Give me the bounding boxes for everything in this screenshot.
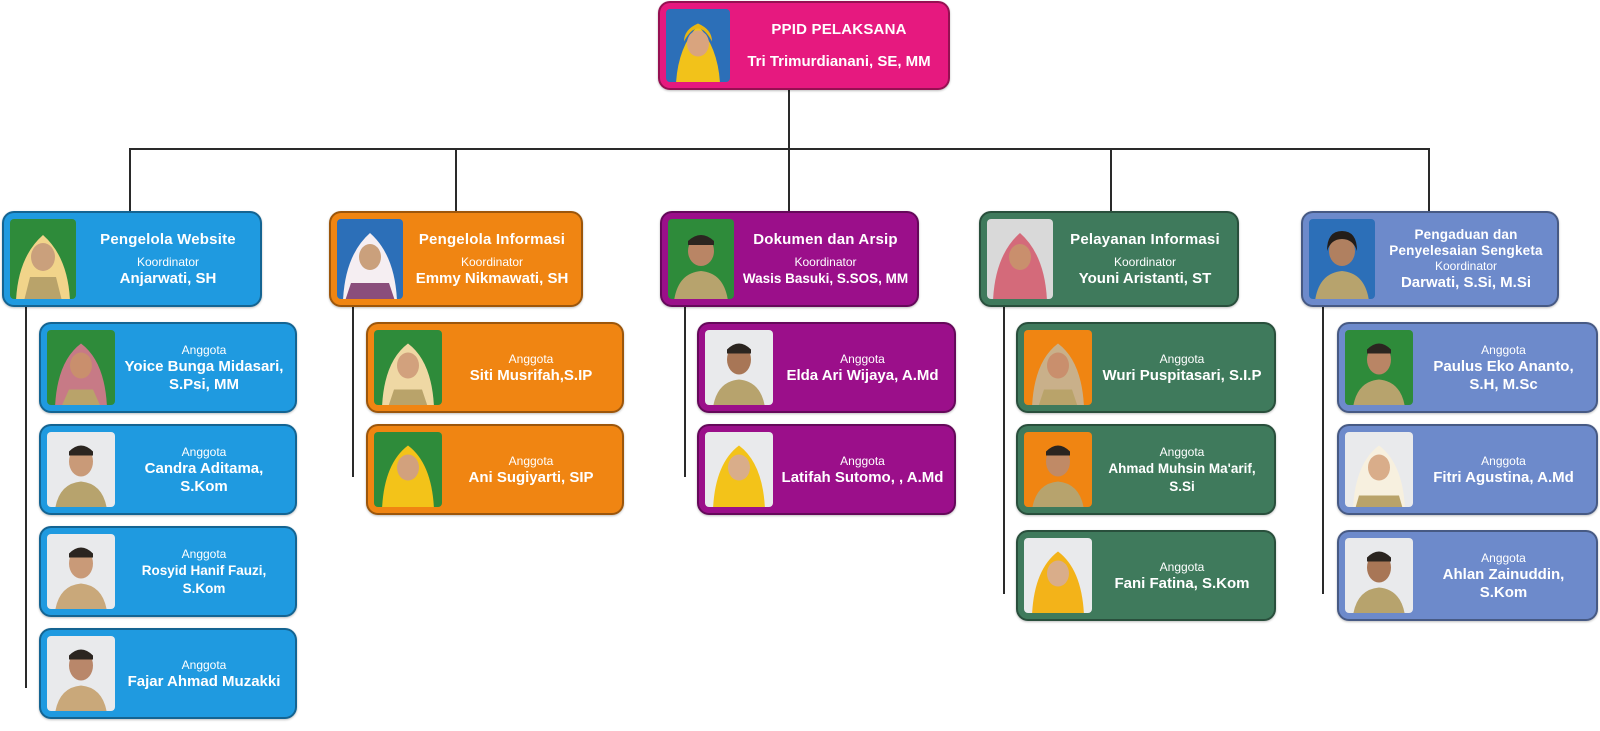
member-box-pengaduan-3: Anggota Ahlan Zainuddin, S.Kom [1337, 530, 1598, 621]
member-name: Fani Fatina, S.Kom [1114, 575, 1250, 592]
connector-drop-website [129, 148, 131, 212]
member-box-website-3: Anggota Rosyid Hanif Fauzi, S.Kom [39, 526, 297, 617]
member-name: Wuri Puspitasari, S.I.P [1102, 367, 1262, 384]
coordinator-name-website: Anjarwati, SH [119, 269, 217, 287]
connector-drop-pelayanan [1110, 148, 1112, 212]
member-role: Anggota [181, 658, 227, 672]
member-role: Anggota [840, 352, 885, 366]
member-box-arsip-1: Anggota Elda Ari Wijaya, A.Md [697, 322, 956, 413]
connector-drop-pengaduan [1428, 148, 1430, 212]
connector-horizontal-bar [129, 148, 1428, 150]
portrait-man-icon [47, 432, 115, 507]
coordinator-box-pelayanan: Pelayanan Informasi Koordinator Youni Ar… [979, 211, 1239, 307]
portrait-hijab-icon [337, 219, 403, 299]
connector-members-website [25, 307, 27, 688]
member-box-pelayanan-3: Anggota Fani Fatina, S.Kom [1016, 530, 1276, 621]
member-name: Rosyid Hanif Fauzi, S.Kom [141, 563, 267, 596]
member-box-website-2: Anggota Candra Aditama, S.Kom [39, 424, 297, 515]
member-role: Anggota [1159, 352, 1205, 366]
portrait-hijab-icon [10, 219, 76, 299]
member-name: Candra Aditama, S.Kom [144, 460, 264, 495]
member-role: Anggota [181, 343, 227, 357]
member-name: Siti Musrifah,S.IP [469, 367, 593, 384]
connector-drop-informasi [455, 148, 457, 212]
coordinator-role-pengaduan: Koordinator [1434, 258, 1498, 273]
head-box: PPID PELAKSANA Tri Trimurdianani, SE, MM [658, 1, 950, 90]
member-role: Anggota [1481, 343, 1526, 357]
member-box-pelayanan-1: Anggota Wuri Puspitasari, S.I.P [1016, 322, 1276, 413]
member-box-pengaduan-2: Anggota Fitri Agustina, A.Md [1337, 424, 1598, 515]
connector-head-trunk [788, 89, 790, 149]
member-box-pengaduan-1: Anggota Paulus Eko Ananto, S.H, M.Sc [1337, 322, 1598, 413]
member-box-website-4: Anggota Fajar Ahmad Muzakki [39, 628, 297, 719]
portrait-hijab-icon [374, 432, 442, 507]
connector-members-pengaduan [1322, 307, 1324, 594]
portrait-hijab-icon [1345, 432, 1413, 507]
member-name: Latifah Sutomo, , A.Md [781, 469, 944, 486]
member-role: Anggota [1481, 454, 1526, 468]
portrait-hijab-icon [1024, 330, 1092, 405]
portrait-man-icon [705, 330, 773, 405]
coordinator-role-pelayanan: Koordinator [1113, 254, 1177, 269]
connector-members-informasi [352, 307, 354, 477]
member-name: Paulus Eko Ananto, S.H, M.Sc [1433, 358, 1574, 393]
coordinator-title-arsip: Dokumen dan Arsip [753, 230, 898, 248]
connector-members-arsip [684, 307, 686, 477]
connector-drop-arsip [788, 148, 790, 212]
member-name: Fitri Agustina, A.Md [1433, 469, 1574, 486]
member-role: Anggota [181, 547, 227, 561]
coordinator-title-informasi: Pengelola Informasi [418, 230, 566, 248]
coordinator-box-informasi: Pengelola Informasi Koordinator Emmy Nik… [329, 211, 583, 307]
portrait-hijab-icon [47, 330, 115, 405]
portrait-hijab-icon [987, 219, 1053, 299]
member-name: Fajar Ahmad Muzakki [127, 673, 281, 690]
member-role: Anggota [508, 352, 554, 366]
head-title: PPID PELAKSANA [771, 20, 907, 38]
coordinator-title-pelayanan: Pelayanan Informasi [1070, 230, 1220, 248]
coordinator-role-arsip: Koordinator [794, 254, 857, 269]
coordinator-box-pengaduan: Pengaduan dan Penyelesaian Sengketa Koor… [1301, 211, 1559, 307]
portrait-man-icon [47, 534, 115, 609]
member-role: Anggota [1481, 551, 1526, 565]
member-role: Anggota [840, 454, 885, 468]
portrait-woman-icon [1309, 219, 1375, 299]
member-role: Anggota [181, 445, 227, 459]
member-name: Elda Ari Wijaya, A.Md [786, 367, 939, 384]
portrait-man-icon [47, 636, 115, 711]
member-box-informasi-2: Anggota Ani Sugiyarti, SIP [366, 424, 624, 515]
coordinator-title-website: Pengelola Website [100, 230, 236, 248]
head-name: Tri Trimurdianani, SE, MM [747, 52, 931, 70]
coordinator-name-pelayanan: Youni Aristanti, ST [1078, 269, 1212, 287]
member-name: Ahlan Zainuddin, S.Kom [1442, 566, 1565, 601]
member-role: Anggota [1159, 560, 1205, 574]
coordinator-role-website: Koordinator [136, 254, 200, 269]
coordinator-title-pengaduan: Pengaduan dan Penyelesaian Sengketa [1389, 226, 1543, 258]
member-name: Ahmad Muhsin Ma'arif, S.Si [1108, 461, 1256, 494]
member-role: Anggota [508, 454, 554, 468]
coordinator-role-informasi: Koordinator [460, 254, 524, 269]
connector-members-pelayanan [1003, 307, 1005, 594]
coordinator-name-pengaduan: Darwati, S.Si, M.Si [1400, 273, 1532, 291]
coordinator-box-website: Pengelola Website Koordinator Anjarwati,… [2, 211, 262, 307]
member-box-arsip-2: Anggota Latifah Sutomo, , A.Md [697, 424, 956, 515]
portrait-hijab-icon [374, 330, 442, 405]
member-box-pelayanan-2: Anggota Ahmad Muhsin Ma'arif, S.Si [1016, 424, 1276, 515]
member-name: Ani Sugiyarti, SIP [468, 469, 594, 486]
coordinator-name-informasi: Emmy Nikmawati, SH [415, 269, 569, 287]
member-box-informasi-1: Anggota Siti Musrifah,S.IP [366, 322, 624, 413]
coordinator-box-arsip: Dokumen dan Arsip Koordinator Wasis Basu… [660, 211, 919, 307]
portrait-man-icon [1024, 432, 1092, 507]
member-box-website-1: Anggota Yoice Bunga Midasari, S.Psi, MM [39, 322, 297, 413]
portrait-man-icon [1345, 538, 1413, 613]
member-name: Yoice Bunga Midasari, S.Psi, MM [124, 358, 284, 393]
portrait-hijab-icon [705, 432, 773, 507]
portrait-hijab-yellow-icon [666, 9, 730, 82]
portrait-man-icon [668, 219, 734, 299]
coordinator-name-arsip: Wasis Basuki, S.SOS, MM [742, 270, 909, 286]
portrait-hijab-icon [1024, 538, 1092, 613]
portrait-man-icon [1345, 330, 1413, 405]
member-role: Anggota [1159, 445, 1205, 459]
